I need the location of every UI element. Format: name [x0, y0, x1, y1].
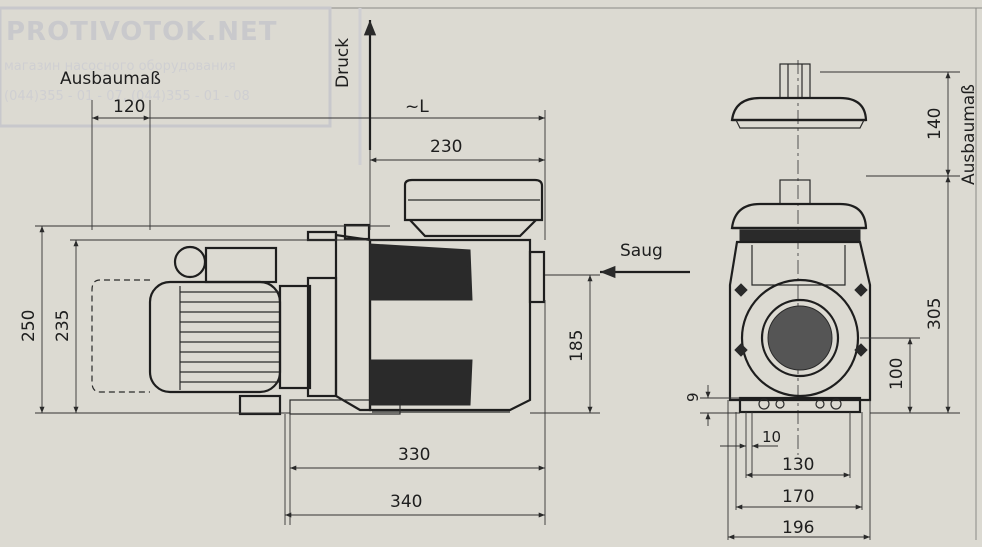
- watermark-line1: магазин насосного оборудования: [4, 59, 236, 74]
- side-view-dimensions: [35, 20, 690, 525]
- dim-235: 235: [53, 310, 73, 342]
- length-marker: ~L: [405, 97, 429, 117]
- ausbaumass-label-left: Ausbaumaß: [60, 69, 161, 89]
- dim-196: 196: [782, 518, 814, 538]
- front-view-dimensions: [700, 71, 960, 540]
- dim-100: 100: [887, 358, 907, 390]
- druck-label: Druck: [333, 38, 353, 88]
- dim-230: 230: [430, 137, 462, 157]
- pump-side-view: [91, 178, 546, 416]
- dim-9: 9: [684, 392, 702, 402]
- saug-label: Saug: [620, 241, 663, 261]
- pump-front-view: [728, 60, 872, 455]
- dim-170: 170: [782, 487, 814, 507]
- watermark: PROTIVOTOK.NET магазин насосного оборудо…: [0, 6, 362, 165]
- dim-185: 185: [567, 330, 587, 362]
- dim-120: 120: [113, 97, 145, 117]
- dim-140: 140: [925, 108, 945, 140]
- dim-130: 130: [782, 455, 814, 475]
- dim-305: 305: [925, 298, 945, 330]
- dim-250: 250: [19, 310, 39, 342]
- watermark-phones: (044)355 - 01 - 07, (044)355 - 01 - 08: [4, 89, 250, 104]
- dim-330: 330: [398, 445, 430, 465]
- ausbaumass-label-right: Ausbaumaß: [959, 84, 979, 185]
- dim-340: 340: [390, 492, 422, 512]
- watermark-brand: PROTIVOTOK.NET: [6, 17, 277, 47]
- dim-10: 10: [762, 428, 781, 446]
